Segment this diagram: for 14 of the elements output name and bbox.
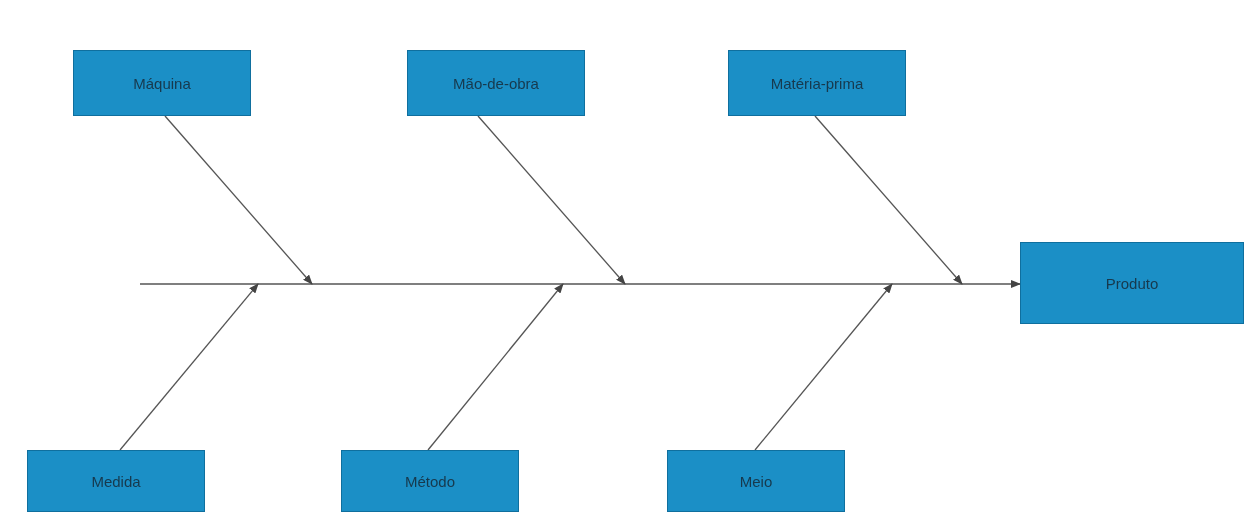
cause-arrow: [814, 115, 963, 285]
cause-arrow: [754, 283, 893, 451]
cause-arrow: [427, 283, 564, 451]
cause-box: Método: [341, 450, 519, 512]
cause-arrow: [164, 115, 313, 285]
effect-box: Produto: [1020, 242, 1244, 324]
cause-box: Meio: [667, 450, 845, 512]
cause-arrow: [477, 115, 626, 285]
cause-box: Mão-de-obra: [407, 50, 585, 116]
cause-box: Medida: [27, 450, 205, 512]
spine-arrow: [139, 280, 1021, 288]
cause-box: Máquina: [73, 50, 251, 116]
cause-arrow: [119, 283, 259, 451]
cause-box: Matéria-prima: [728, 50, 906, 116]
